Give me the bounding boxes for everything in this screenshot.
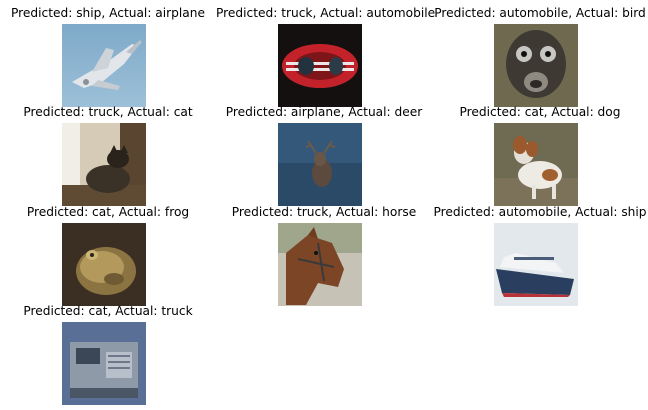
panel-title: Predicted: cat, Actual: truck xyxy=(23,304,193,318)
deer-image xyxy=(278,123,362,206)
panel-ship: Predicted: automobile, Actual: ship xyxy=(432,202,648,306)
panel-dog: Predicted: cat, Actual: dog xyxy=(432,102,648,206)
ship-image xyxy=(494,223,578,306)
panel-title: Predicted: cat, Actual: dog xyxy=(459,105,621,119)
panel-title: Predicted: truck, Actual: horse xyxy=(231,205,417,219)
dog-image xyxy=(494,123,578,206)
panel-title: Predicted: truck, Actual: cat xyxy=(23,105,193,119)
panel-title: Predicted: automobile, Actual: bird xyxy=(434,6,646,20)
panel-horse: Predicted: truck, Actual: horse xyxy=(216,202,432,306)
airplane-image xyxy=(62,24,146,107)
automobile-image xyxy=(278,24,362,107)
cat-image xyxy=(62,123,146,206)
panel-frog: Predicted: cat, Actual: frog xyxy=(0,202,216,306)
panel-title: Predicted: airplane, Actual: deer xyxy=(225,105,423,119)
panel-title: Predicted: truck, Actual: automobile xyxy=(216,6,436,20)
panel-truck: Predicted: cat, Actual: truck xyxy=(0,301,216,405)
bird-image xyxy=(494,24,578,107)
panel-bird: Predicted: automobile, Actual: bird xyxy=(432,3,648,107)
horse-image xyxy=(278,223,362,306)
panel-title: Predicted: cat, Actual: frog xyxy=(26,205,190,219)
truck-image xyxy=(62,322,146,405)
panel-automobile: Predicted: truck, Actual: automobile xyxy=(216,3,436,107)
frog-image xyxy=(62,223,146,306)
panel-title: Predicted: ship, Actual: airplane xyxy=(11,6,205,20)
panel-airplane: Predicted: ship, Actual: airplane xyxy=(0,3,216,107)
panel-title: Predicted: automobile, Actual: ship xyxy=(433,205,647,219)
panel-deer: Predicted: airplane, Actual: deer xyxy=(216,102,432,206)
panel-cat: Predicted: truck, Actual: cat xyxy=(0,102,216,206)
